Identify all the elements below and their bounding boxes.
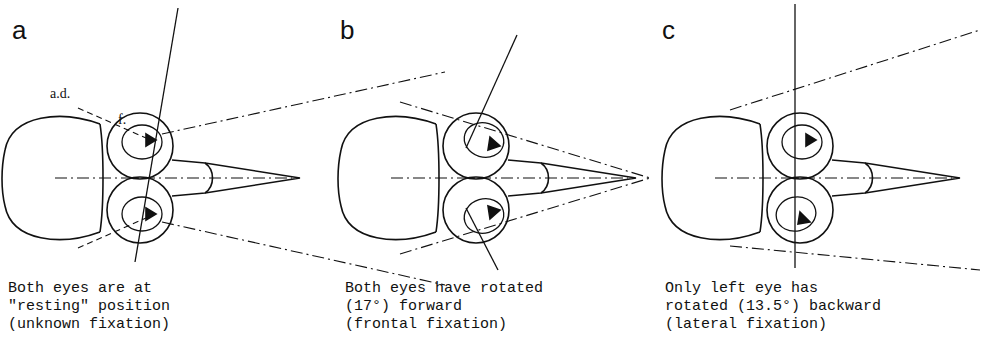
part-label: f. (118, 112, 126, 128)
skull-c (662, 4, 980, 270)
panel-caption: Both eyes are at "resting" position (unk… (8, 280, 170, 334)
panel-caption: Only left eye has rotated (13.5°) backwa… (665, 280, 881, 334)
panel-letter: c (662, 16, 675, 44)
panel-letter: b (340, 16, 354, 44)
skull-b (338, 35, 650, 270)
part-label: a.d. (50, 86, 70, 102)
skull-a (2, 8, 445, 285)
panel-caption: Both eyes have rotated (17°) forward (fr… (345, 280, 543, 334)
panel-letter: a (12, 16, 26, 44)
